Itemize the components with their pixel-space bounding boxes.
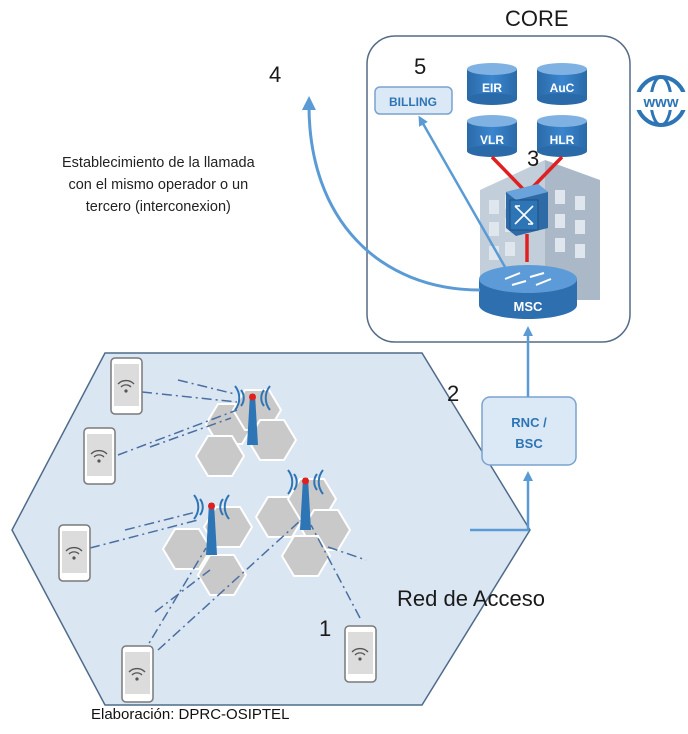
billing-box xyxy=(374,86,453,115)
vlr-database-icon xyxy=(467,115,517,157)
mobile-phone-icon-2 xyxy=(83,427,116,485)
cell-tower-icon-2 xyxy=(193,494,230,555)
mobile-phone-icon-1 xyxy=(110,357,143,415)
core-title: CORE xyxy=(505,6,569,31)
vlr-label: VLR xyxy=(480,133,504,147)
interconnection-note: Establecimiento de la llamada con el mis… xyxy=(62,152,255,218)
msc-router-icon xyxy=(479,265,577,319)
mobile-phone-icon-4 xyxy=(121,645,154,703)
note-line-3: tercero (interconexion) xyxy=(85,199,231,215)
note-line-2: con el mismo operador o un xyxy=(68,177,249,193)
step-4-label: 4 xyxy=(269,62,282,87)
rnc-label-line2: BSC xyxy=(515,436,543,451)
globe-www-text: www xyxy=(642,94,678,111)
eir-label: EIR xyxy=(482,81,502,95)
arrow-access-to-rnc xyxy=(470,471,533,532)
arrow-msc-to-interconnection xyxy=(301,96,481,292)
step-2-label: 2 xyxy=(447,381,460,406)
hlr-label: HLR xyxy=(550,133,575,147)
core-red-links xyxy=(490,155,564,262)
access-network-label: Red de Acceso xyxy=(397,586,545,611)
hlr-database-icon xyxy=(537,115,587,157)
auc-database-icon xyxy=(537,63,587,105)
step-3-label: 3 xyxy=(527,146,540,171)
cell-tower-icon-3 xyxy=(287,469,324,530)
auc-label: AuC xyxy=(550,81,575,95)
radio-links xyxy=(89,379,367,656)
globe-www-icon: www xyxy=(632,75,688,127)
mobile-phone-icon-5 xyxy=(344,625,377,683)
step-5-label: 5 xyxy=(414,54,427,79)
step-1-label: 1 xyxy=(319,616,332,641)
cell-hexagons xyxy=(161,389,352,596)
rnc-bsc-box xyxy=(481,396,577,466)
mobile-phone-icon-3 xyxy=(58,524,91,582)
msc-label: MSC xyxy=(514,299,544,314)
credit-caption: Elaboración: DPRC-OSIPTEL xyxy=(91,706,290,723)
rnc-label-line1: RNC / xyxy=(511,415,547,430)
billing-label: BILLING xyxy=(389,95,437,109)
note-line-1: Establecimiento de la llamada xyxy=(62,155,255,171)
eir-database-icon xyxy=(467,63,517,105)
cell-tower-icon-1 xyxy=(234,385,271,445)
switch-icon xyxy=(506,184,548,236)
arrow-msc-to-billing xyxy=(418,115,507,268)
